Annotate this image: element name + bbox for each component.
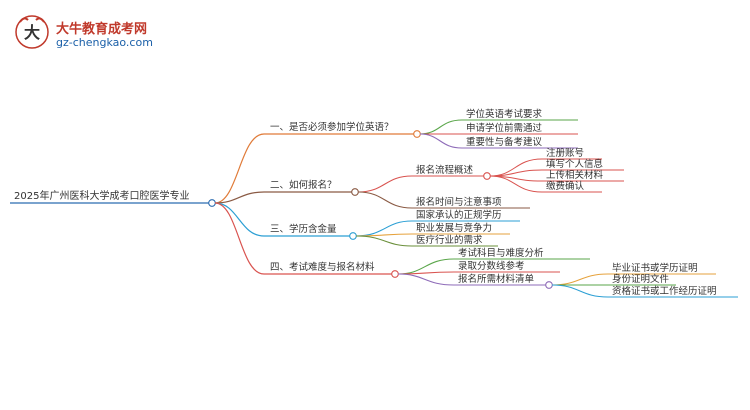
- branch-1[interactable]: 一、是否必须参加学位英语？ 学位英语考试要求 申请学位前需通过 重要性与备考建议: [264, 108, 578, 149]
- svg-text:注册账号: 注册账号: [546, 147, 584, 159]
- svg-text:缴费确认: 缴费确认: [546, 180, 585, 192]
- branch-3-label: 三、学历含金量: [270, 223, 337, 235]
- root-connectors: [214, 133, 265, 275]
- svg-text:上传相关材料: 上传相关材料: [546, 169, 604, 181]
- branch-4-grandchild-3[interactable]: 资格证书或工作经历证明: [608, 285, 738, 298]
- branch-3-child-2[interactable]: 职业发展与竞争力: [412, 222, 510, 235]
- branch-1-child-3[interactable]: 重要性与备考建议: [462, 136, 578, 149]
- svg-text:毕业证书或学历证明: 毕业证书或学历证明: [612, 262, 698, 274]
- branch-2-grandchild-3[interactable]: 上传相关材料: [542, 169, 624, 182]
- bull-logo-icon: 大: [15, 15, 49, 49]
- branch-2-grandchild-2[interactable]: 填写个人信息: [542, 158, 624, 171]
- svg-text:医疗行业的需求: 医疗行业的需求: [416, 234, 483, 246]
- branch-4[interactable]: 四、考试难度与报名材料 考试科目与难度分析 录取分数线参考 报名所需材料清单 毕…: [264, 247, 738, 298]
- svg-text:考试科目与难度分析: 考试科目与难度分析: [458, 247, 544, 259]
- branch-1-child-2[interactable]: 申请学位前需通过: [462, 122, 578, 135]
- branch-4-child-3[interactable]: 报名所需材料清单 毕业证书或学历证明 身份证明文件 资格证书或工作经历证明: [454, 262, 738, 298]
- branch-2-grandchild-1[interactable]: 注册账号: [542, 147, 602, 160]
- site-url[interactable]: gz-chengkao.com: [56, 36, 153, 49]
- branch-3[interactable]: 三、学历含金量 国家承认的正规学历 职业发展与竞争力 医疗行业的需求: [264, 209, 520, 247]
- svg-text:学位英语考试要求: 学位英语考试要求: [466, 108, 543, 120]
- branch-4-child-2[interactable]: 录取分数线参考: [454, 260, 560, 273]
- root-label: 2025年广州医科大学成考口腔医学专业: [14, 189, 189, 202]
- svg-text:报名时间与注意事项: 报名时间与注意事项: [416, 196, 502, 208]
- branch-3-child-1[interactable]: 国家承认的正规学历: [412, 209, 520, 222]
- branch-2[interactable]: 二、如何报名？ 报名流程概述 注册账号 填写个人信息 上传相关材料: [264, 147, 624, 209]
- branch-4-child-1[interactable]: 考试科目与难度分析: [454, 247, 590, 260]
- svg-text:申请学位前需通过: 申请学位前需通过: [466, 122, 543, 134]
- svg-text:报名所需材料清单: 报名所需材料清单: [458, 273, 535, 285]
- svg-text:录取分数线参考: 录取分数线参考: [458, 260, 525, 272]
- branch-2-child-2[interactable]: 报名时间与注意事项: [412, 196, 530, 209]
- site-name: 大牛教育成考网: [56, 22, 148, 37]
- branch-2-grandchild-4[interactable]: 缴费确认: [542, 180, 602, 193]
- svg-text:资格证书或工作经历证明: 资格证书或工作经历证明: [612, 285, 717, 297]
- svg-text:大: 大: [24, 23, 40, 42]
- site-logo[interactable]: 大 大牛教育成考网 gz-chengkao.com: [14, 14, 164, 54]
- branch-2-label: 二、如何报名？: [270, 179, 337, 191]
- svg-text:重要性与备考建议: 重要性与备考建议: [466, 136, 543, 148]
- branch-1-label: 一、是否必须参加学位英语？: [270, 121, 394, 133]
- branch-4-grandchild-1[interactable]: 毕业证书或学历证明: [608, 262, 716, 275]
- branch-4-label: 四、考试难度与报名材料: [270, 261, 375, 273]
- branch-1-child-1[interactable]: 学位英语考试要求: [462, 108, 578, 121]
- svg-text:报名流程概述: 报名流程概述: [416, 164, 474, 176]
- svg-text:身份证明文件: 身份证明文件: [612, 273, 670, 285]
- svg-text:职业发展与竞争力: 职业发展与竞争力: [416, 222, 492, 234]
- branch-4-grandchild-2[interactable]: 身份证明文件: [608, 273, 676, 286]
- branch-2-child-1[interactable]: 报名流程概述 注册账号 填写个人信息 上传相关材料 缴费确认: [412, 147, 624, 193]
- root-node[interactable]: 2025年广州医科大学成考口腔医学专业: [10, 189, 216, 207]
- svg-text:填写个人信息: 填写个人信息: [546, 158, 603, 170]
- svg-text:国家承认的正规学历: 国家承认的正规学历: [416, 209, 502, 221]
- branch-3-child-3[interactable]: 医疗行业的需求: [412, 234, 498, 247]
